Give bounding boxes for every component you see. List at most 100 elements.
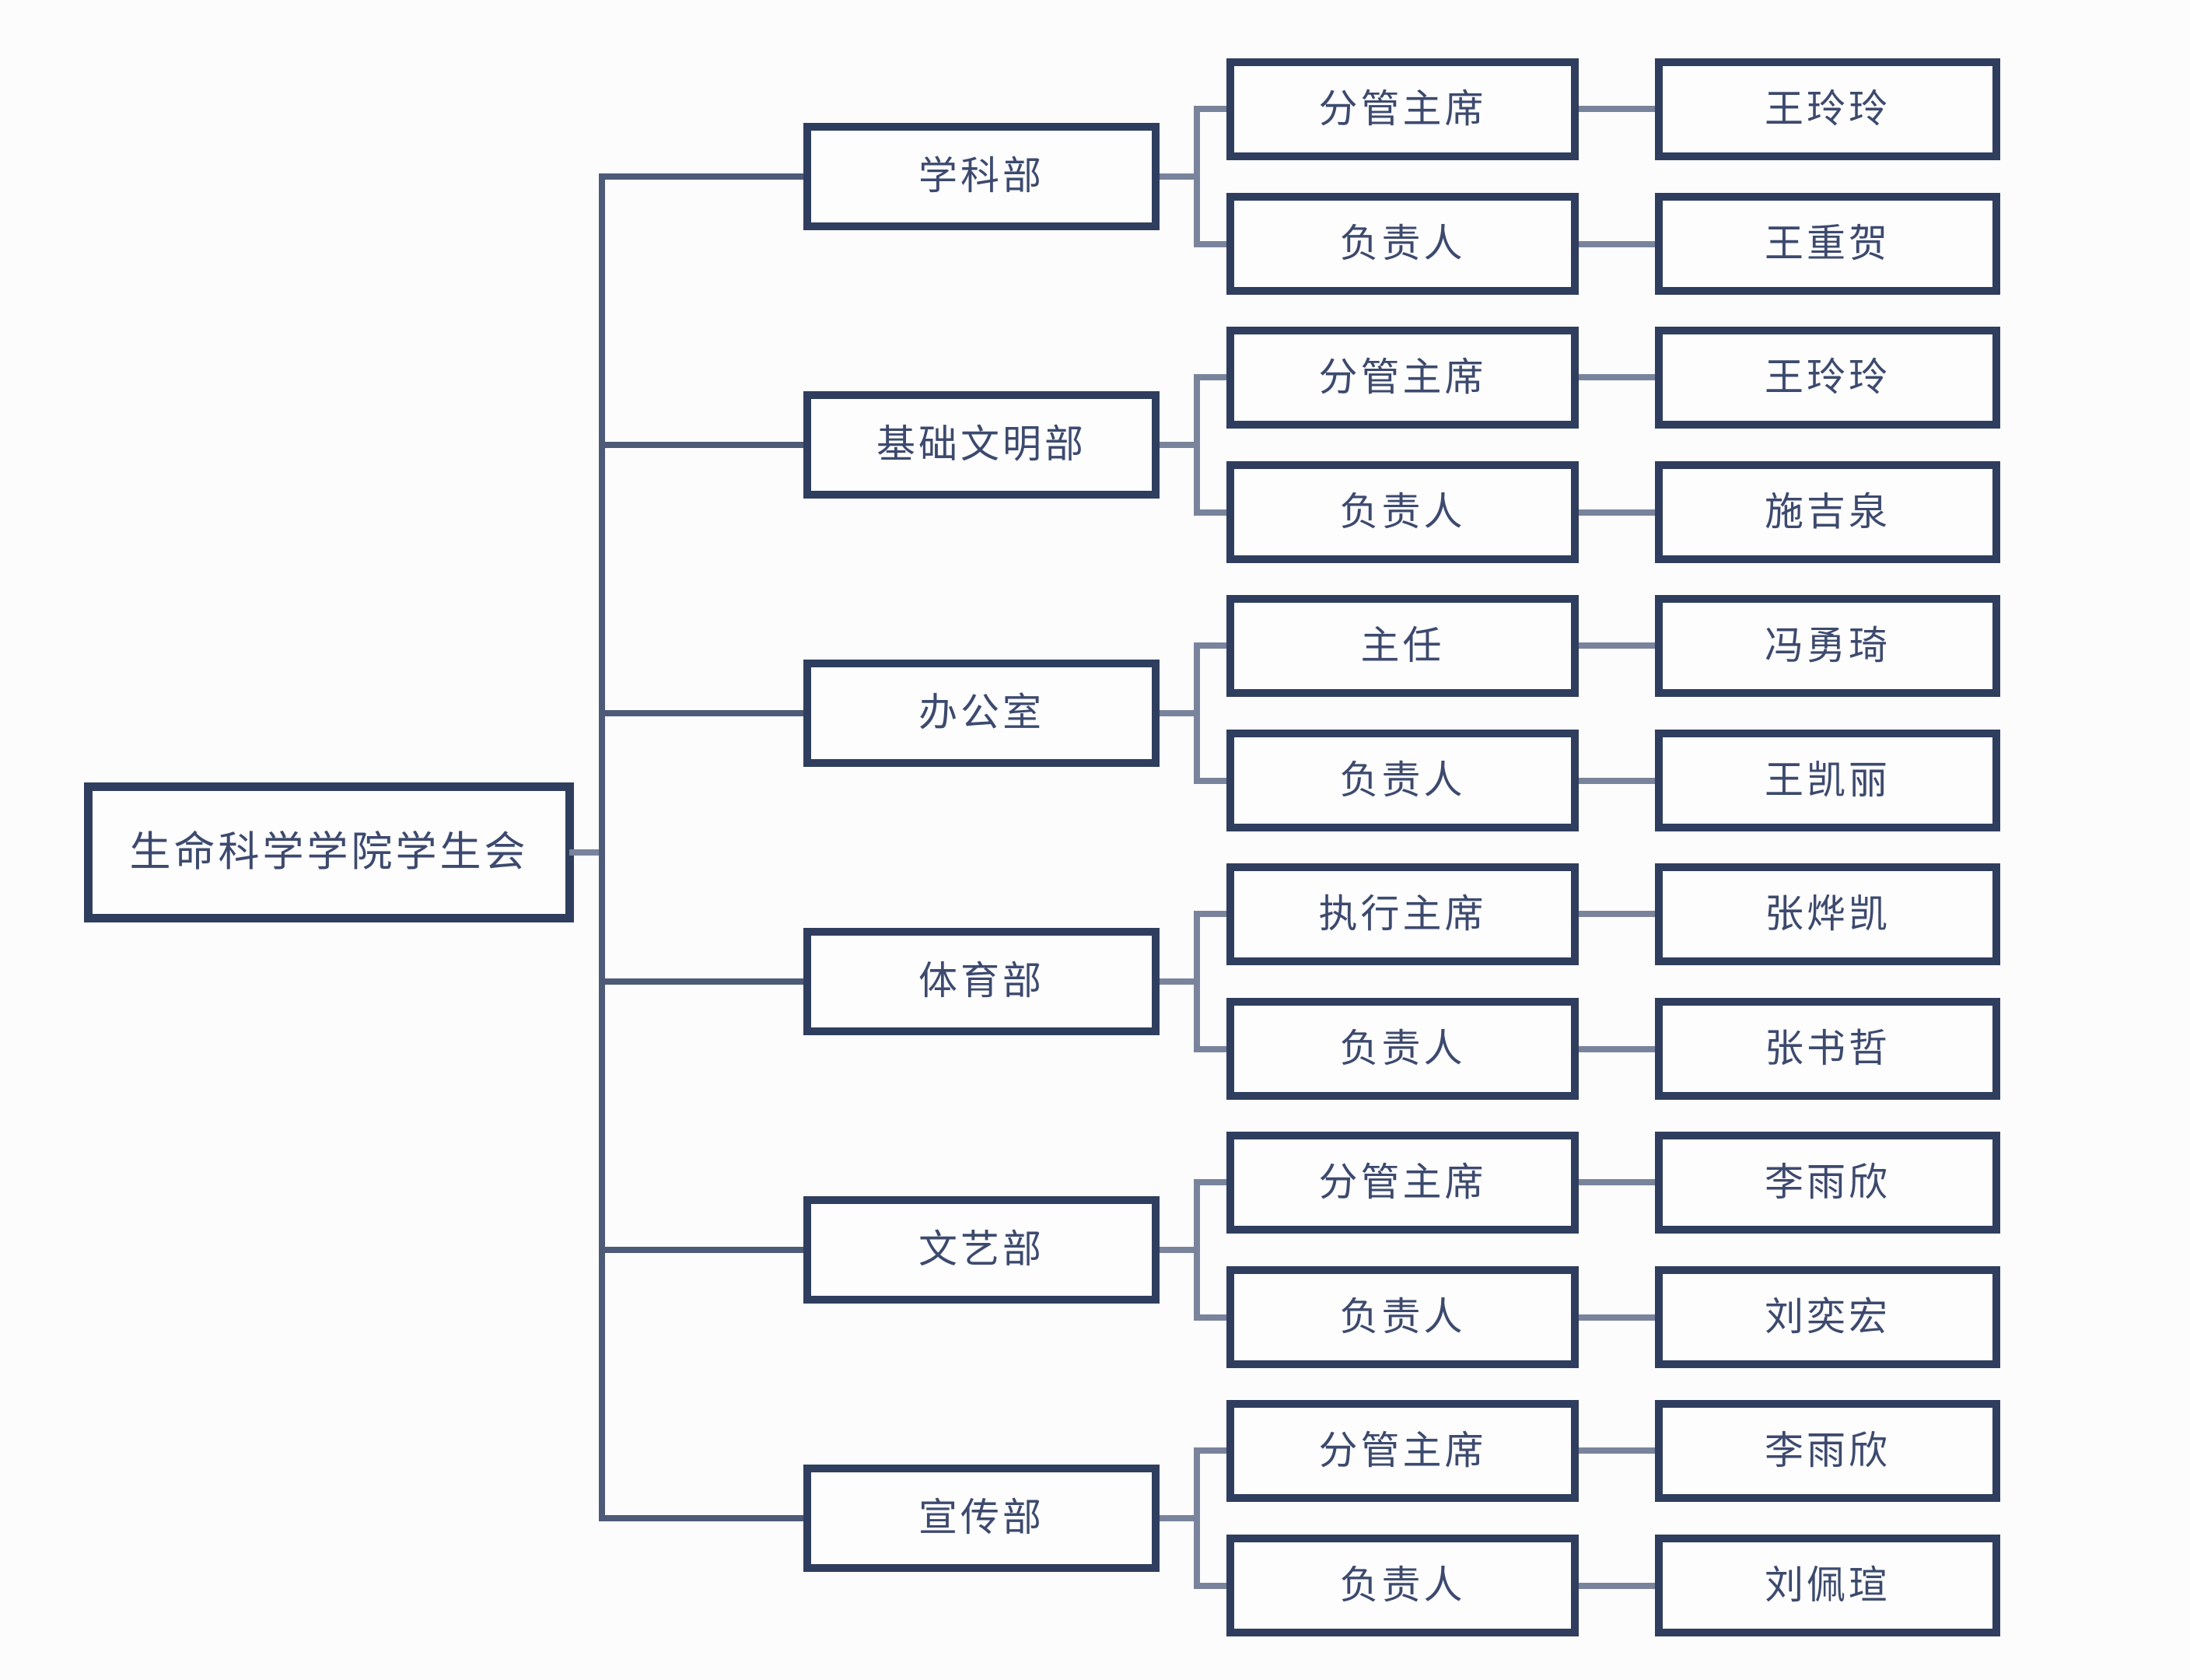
role-node: 负责人	[1226, 193, 1579, 295]
person-label: 刘奕宏	[1765, 1294, 1891, 1339]
connector-bracket-vertical	[1194, 642, 1200, 784]
person-label: 王玲玲	[1765, 86, 1891, 131]
connector-role-name-bottom	[1579, 509, 1655, 516]
department-label: 文艺部	[918, 1227, 1044, 1271]
connector-branch	[599, 173, 803, 180]
connector-bracket-arm-top	[1194, 1179, 1230, 1185]
connector-bracket-stub	[1160, 1515, 1197, 1521]
department-group-wenyibu: 文艺部 分管主席 负责人 李雨欣 刘奕宏	[0, 1132, 2190, 1369]
person-node: 刘佩瑄	[1655, 1535, 2000, 1636]
connector-role-name-top	[1579, 1447, 1655, 1454]
department-node: 学科部	[803, 123, 1160, 230]
role-label: 负责人	[1339, 758, 1466, 802]
department-node: 体育部	[803, 928, 1160, 1035]
connector-bracket-arm-bottom	[1194, 1583, 1230, 1589]
person-node: 王玲玲	[1655, 327, 2000, 429]
role-label: 负责人	[1339, 221, 1466, 265]
role-label: 负责人	[1339, 1294, 1466, 1339]
person-label: 李雨欣	[1765, 1428, 1891, 1472]
connector-bracket-stub	[1160, 978, 1197, 985]
person-label: 王凯丽	[1765, 758, 1891, 802]
connector-bracket-arm-top	[1194, 374, 1230, 380]
connector-branch	[599, 710, 803, 716]
connector-role-name-top	[1579, 1179, 1655, 1185]
connector-role-name-top	[1579, 374, 1655, 380]
department-node: 办公室	[803, 660, 1160, 767]
person-label: 施吉泉	[1765, 489, 1891, 534]
role-node: 负责人	[1226, 1535, 1579, 1636]
department-group-jichuwenmingbu: 基础文明部 分管主席 负责人 王玲玲 施吉泉	[0, 327, 2190, 564]
connector-role-name-top	[1579, 911, 1655, 917]
department-group-bangongshi: 办公室 主任 负责人 冯勇琦 王凯丽	[0, 595, 2190, 832]
connector-bracket-vertical	[1194, 106, 1200, 247]
connector-role-name-bottom	[1579, 1314, 1655, 1321]
department-group-xuanchuanbu: 宣传部 分管主席 负责人 李雨欣 刘佩瑄	[0, 1400, 2190, 1637]
connector-bracket-arm-top	[1194, 642, 1230, 649]
role-node: 分管主席	[1226, 58, 1579, 160]
department-group-xuekebu: 学科部 分管主席 负责人 王玲玲 王重贺	[0, 58, 2190, 296]
person-node: 张烨凯	[1655, 863, 2000, 965]
connector-bracket-stub	[1160, 710, 1197, 716]
connector-bracket-arm-top	[1194, 1447, 1230, 1454]
connector-bracket-arm-bottom	[1194, 1314, 1230, 1321]
connector-trunk	[599, 173, 605, 1521]
department-group-tiyubu: 体育部 执行主席 负责人 张烨凯 张书哲	[0, 863, 2190, 1101]
role-label: 分管主席	[1318, 1160, 1487, 1204]
role-node: 负责人	[1226, 730, 1579, 831]
connector-role-name-bottom	[1579, 1583, 1655, 1589]
person-node: 李雨欣	[1655, 1400, 2000, 1502]
role-node: 分管主席	[1226, 1132, 1579, 1234]
connector-role-name-top	[1579, 642, 1655, 649]
connector-bracket-arm-bottom	[1194, 778, 1230, 784]
connector-role-name-bottom	[1579, 241, 1655, 247]
connector-bracket-vertical	[1194, 911, 1200, 1052]
person-label: 王重贺	[1765, 221, 1891, 265]
role-label: 分管主席	[1318, 355, 1487, 399]
connector-role-name-bottom	[1579, 778, 1655, 784]
role-node: 执行主席	[1226, 863, 1579, 965]
person-node: 王重贺	[1655, 193, 2000, 295]
connector-bracket-vertical	[1194, 1179, 1200, 1321]
connector-branch	[599, 978, 803, 985]
person-node: 施吉泉	[1655, 461, 2000, 563]
department-node: 文艺部	[803, 1196, 1160, 1304]
person-label: 王玲玲	[1765, 355, 1891, 399]
person-label: 张烨凯	[1765, 891, 1891, 936]
department-label: 体育部	[918, 959, 1044, 1003]
person-node: 李雨欣	[1655, 1132, 2000, 1234]
role-node: 分管主席	[1226, 1400, 1579, 1502]
role-node: 负责人	[1226, 998, 1579, 1100]
connector-bracket-stub	[1160, 173, 1197, 180]
role-label: 负责人	[1339, 489, 1466, 534]
role-node: 负责人	[1226, 1266, 1579, 1368]
connector-bracket-vertical	[1194, 374, 1200, 516]
connector-branch	[599, 1247, 803, 1253]
connector-bracket-vertical	[1194, 1447, 1200, 1589]
connector-bracket-stub	[1160, 1247, 1197, 1253]
connector-bracket-arm-bottom	[1194, 241, 1230, 247]
department-label: 学科部	[918, 154, 1044, 198]
role-label: 负责人	[1339, 1563, 1466, 1607]
department-label: 宣传部	[918, 1496, 1044, 1539]
connector-bracket-arm-top	[1194, 911, 1230, 917]
role-label: 分管主席	[1318, 1428, 1487, 1472]
role-label: 主任	[1360, 623, 1445, 667]
connector-branch	[599, 442, 803, 448]
role-node: 负责人	[1226, 461, 1579, 563]
department-node: 基础文明部	[803, 391, 1160, 499]
connector-bracket-stub	[1160, 442, 1197, 448]
connector-bracket-arm-bottom	[1194, 509, 1230, 516]
root-label: 生命科学学院学生会	[129, 829, 529, 875]
role-node: 分管主席	[1226, 327, 1579, 429]
connector-bracket-arm-top	[1194, 106, 1230, 112]
person-label: 张书哲	[1765, 1026, 1891, 1070]
connector-bracket-arm-bottom	[1194, 1046, 1230, 1052]
person-label: 刘佩瑄	[1765, 1563, 1891, 1607]
person-label: 李雨欣	[1765, 1160, 1891, 1204]
root-node: 生命科学学院学生会	[84, 782, 574, 922]
person-node: 王凯丽	[1655, 730, 2000, 831]
connector-role-name-bottom	[1579, 1046, 1655, 1052]
connector-branch	[599, 1515, 803, 1521]
role-label: 负责人	[1339, 1026, 1466, 1070]
